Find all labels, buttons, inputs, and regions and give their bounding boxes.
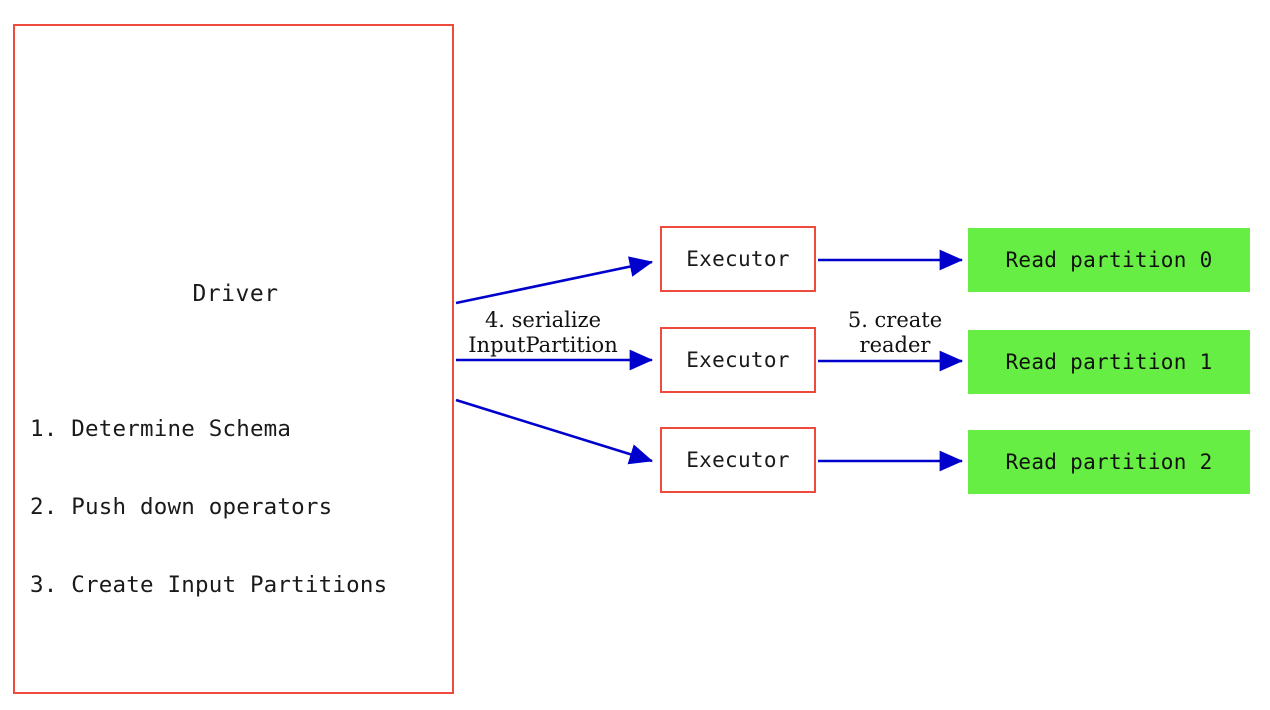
executor-node-2: Executor	[660, 327, 816, 393]
partition-label-2: Read partition 2	[1005, 450, 1213, 474]
edge-driver-to-executor-1	[455, 256, 654, 305]
executor-node-3: Executor	[660, 427, 816, 493]
edge-label-serialize-input-partition: 4. serialize InputPartition	[443, 308, 643, 358]
edge-label-create-reader: 5. create reader	[830, 308, 960, 358]
executor-node-1: Executor	[660, 226, 816, 292]
driver-step-1: 1. Determine Schema	[30, 416, 292, 442]
partition-node-1: Read partition 1	[968, 330, 1250, 394]
executor-label-3: Executor	[686, 448, 790, 472]
partition-node-0: Read partition 0	[968, 228, 1250, 292]
edge-label-create-reader-line-1: 5. create	[847, 308, 943, 332]
executor-label-1: Executor	[686, 247, 790, 271]
partition-node-2: Read partition 2	[968, 430, 1250, 494]
partition-label-1: Read partition 1	[1005, 350, 1213, 374]
executor-label-2: Executor	[686, 348, 790, 372]
edge-label-create-reader-line-2: reader	[859, 333, 931, 357]
edge-driver-to-executor-3	[455, 398, 653, 465]
driver-node: Driver 1. Determine Schema 2. Push down …	[13, 24, 454, 694]
edge-label-serialize-line-2: InputPartition	[468, 333, 618, 357]
edge-label-serialize-line-1: 4. serialize	[484, 308, 602, 332]
driver-steps-list: 1. Determine Schema 2. Push down operato…	[30, 364, 387, 650]
driver-step-3: 3. Create Input Partitions	[30, 572, 388, 598]
driver-step-2: 2. Push down operators	[30, 494, 333, 520]
partition-label-0: Read partition 0	[1005, 248, 1213, 272]
driver-title: Driver	[192, 281, 279, 307]
